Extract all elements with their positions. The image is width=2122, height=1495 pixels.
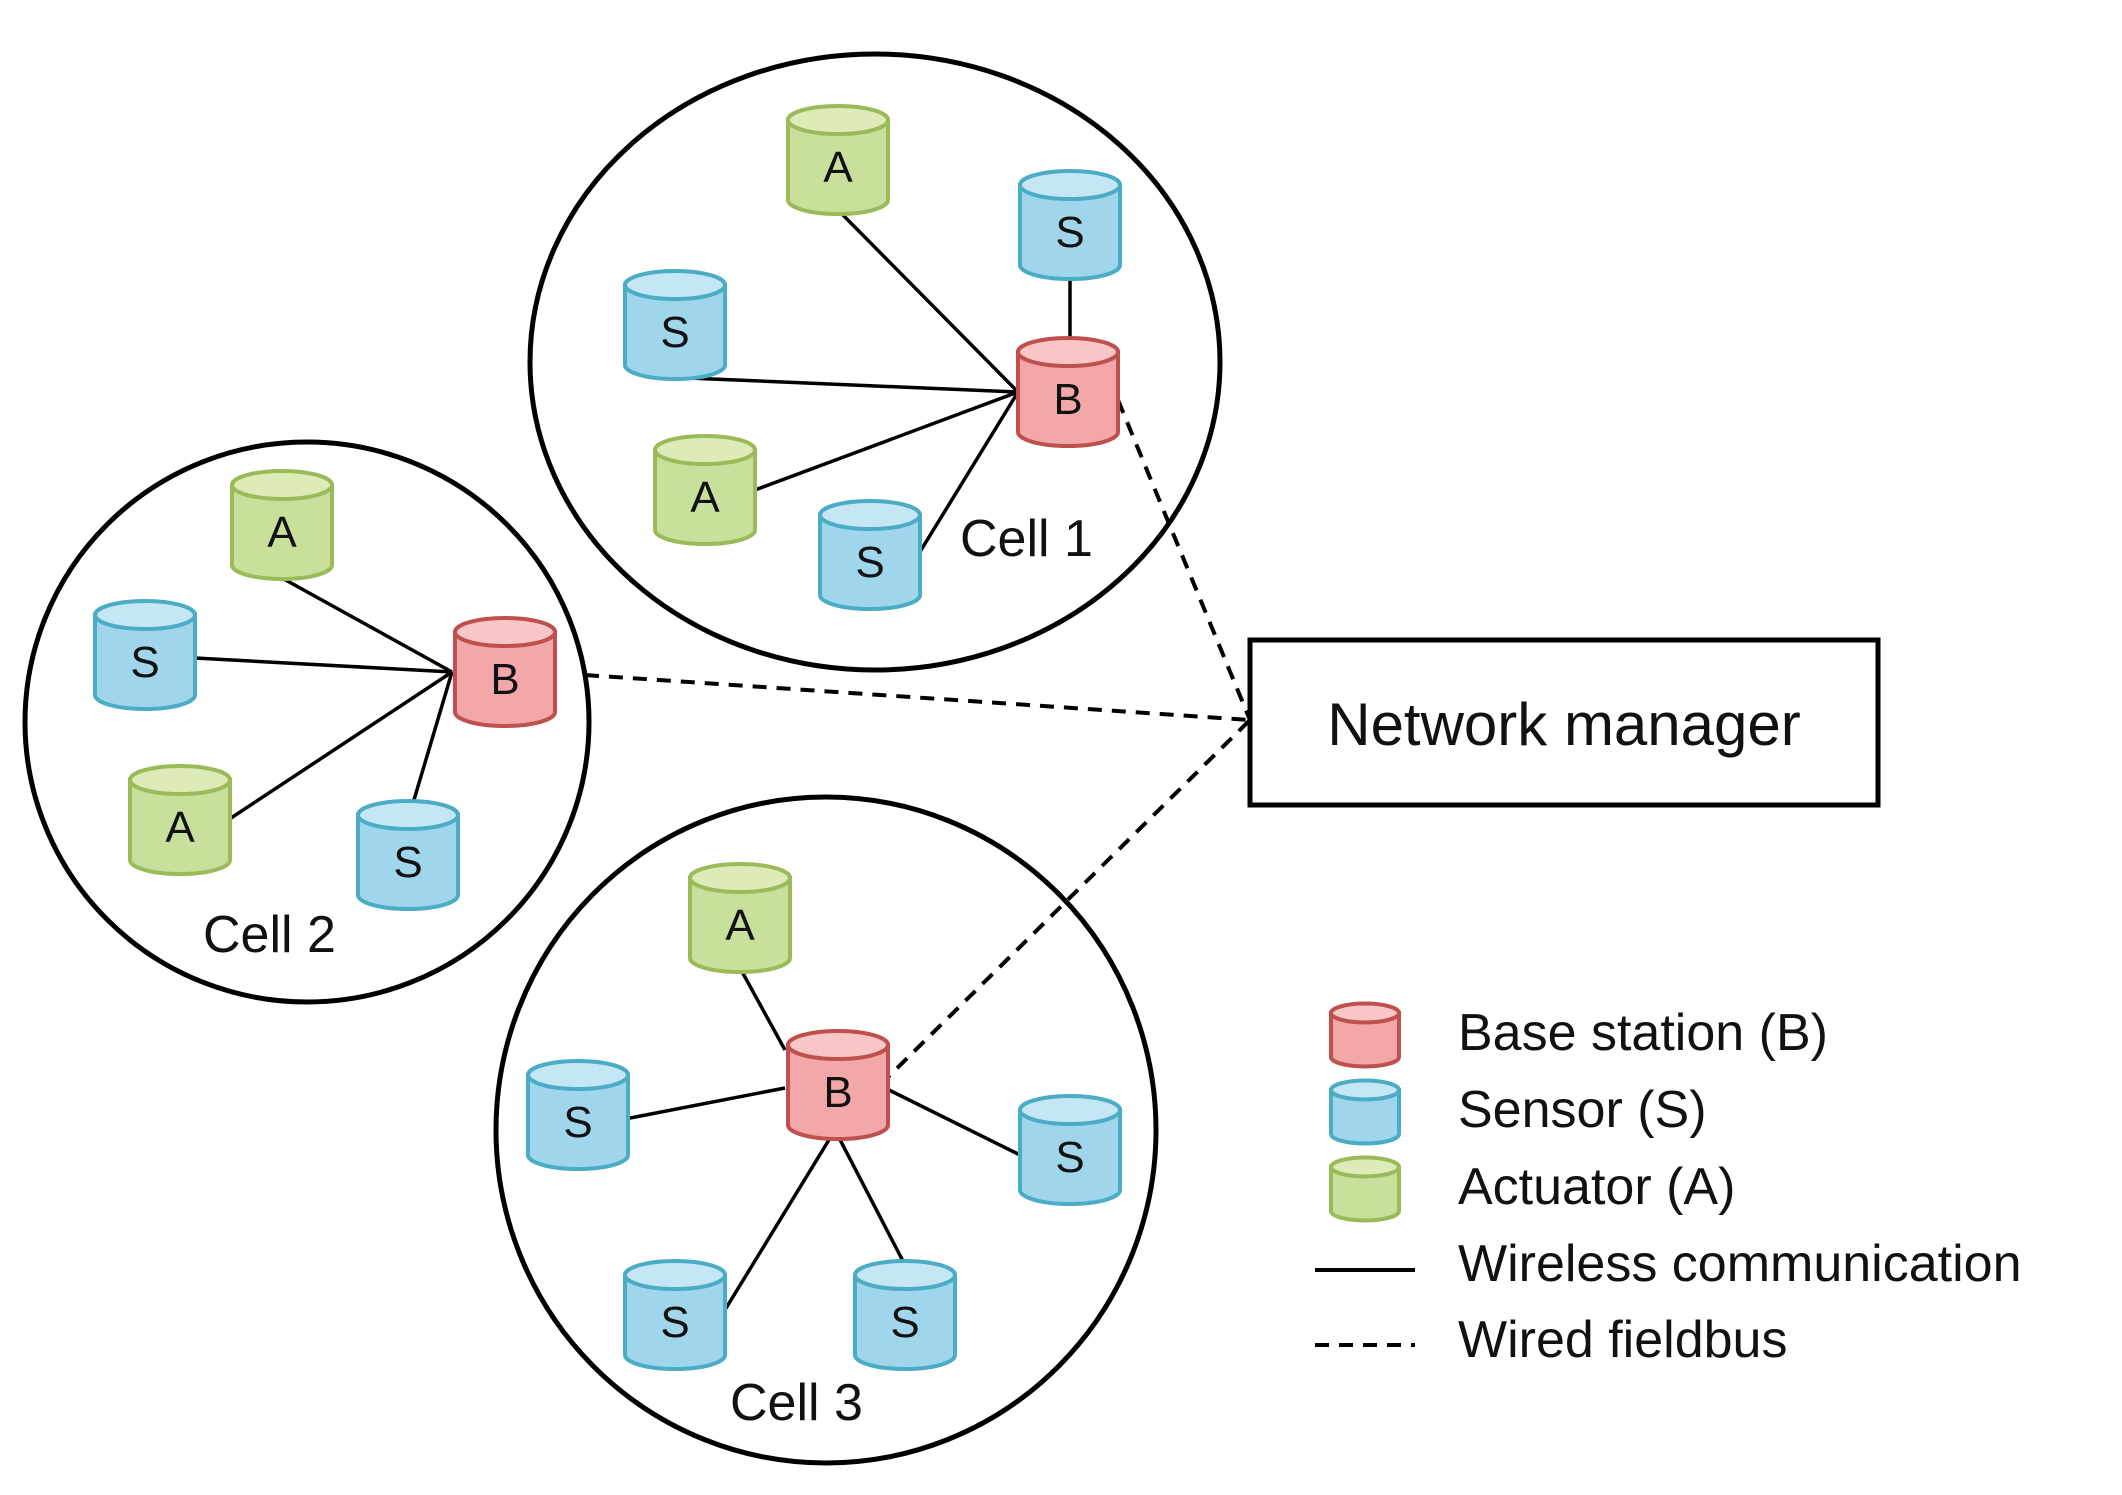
legend-sensor-icon [1329,1078,1401,1146]
wireless-link [194,656,453,674]
wired-link-cell-3 [878,718,1252,1087]
cell-1-boundary [527,51,1223,673]
sensor-node-label: S [563,1098,592,1147]
wireless-link [738,967,787,1051]
sensor-node-label: S [393,838,422,887]
wireless-link [836,208,1020,394]
wireless-link [619,1086,786,1122]
wireless-link [227,670,453,822]
legend-wired-label: Wired fieldbus [1458,1311,1787,1369]
cell-2-label: Cell 2 [203,906,336,964]
wireless-link [718,1129,837,1319]
actuator-node-label: A [690,473,720,522]
base-station-node-label: B [823,1068,852,1117]
actuator-node: A [688,862,792,974]
cell-2-boundary [22,439,592,1005]
sensor-node: S [623,269,727,381]
base-station-node: B [786,1029,890,1141]
base-station-node: B [453,616,557,728]
sensor-node: S [526,1059,630,1171]
cell-3-label: Cell 3 [730,1374,863,1432]
network-manager-label: Network manager [1327,691,1801,758]
wireless-link [833,1129,907,1266]
sensor-node-label: S [660,308,689,357]
actuator-node-label: A [823,143,853,192]
base-station-node-label: B [490,655,519,704]
sensor-node: S [356,799,460,911]
wireless-link [916,391,1020,556]
sensor-node-label: S [660,1298,689,1347]
wireless-link [884,1086,1021,1157]
nodes: A S S A S B A S A S B A S S S S B [93,104,1122,1371]
wired-links [584,399,1252,1087]
actuator-node: A [786,104,890,216]
wired-link-cell-1 [1116,399,1252,721]
legend-actuator-label: Actuator (A) [1458,1158,1735,1216]
legend-icons [1329,1001,1401,1223]
cell-3-boundary [493,794,1159,1466]
sensor-node: S [1018,169,1122,281]
sensor-node: S [623,1259,727,1371]
actuator-node-label: A [165,803,195,852]
wireless-link [754,390,1019,492]
legend-base-label: Base station (B) [1458,1004,1828,1062]
legend-actuator-icon [1329,1155,1401,1223]
cell-circles [22,51,1223,1466]
base-station-node-label: B [1053,375,1082,424]
network-manager-box [1247,637,1881,808]
actuator-node-label: A [725,901,755,950]
wireless-link [406,671,454,821]
legend-sensor-label: Sensor (S) [1458,1081,1707,1139]
base-station-node: B [1016,336,1120,448]
actuator-node: A [128,764,232,876]
sensor-node-label: S [1055,1133,1084,1182]
sensor-node-label: S [890,1298,919,1347]
sensor-node-label: S [130,638,159,687]
sensor-node-label: S [1055,208,1084,257]
actuator-node-label: A [267,508,297,557]
actuator-node: A [230,469,334,581]
sensor-node: S [93,599,197,711]
legend-wireless-label: Wireless communication [1458,1235,2022,1293]
sensor-node: S [818,499,922,611]
sensor-node: S [1018,1094,1122,1206]
legend: Base station (B) Sensor (S) Actuator (A)… [1315,1001,2022,1369]
sensor-node-label: S [855,538,884,587]
actuator-node: A [653,434,757,546]
wireless-link [281,576,453,674]
wireless-links [194,208,1072,1319]
legend-base-icon [1329,1001,1401,1069]
wireless-link [687,376,1019,394]
sensor-node: S [853,1259,957,1371]
wired-link-cell-2 [584,673,1251,722]
cell-1-label: Cell 1 [960,510,1093,568]
